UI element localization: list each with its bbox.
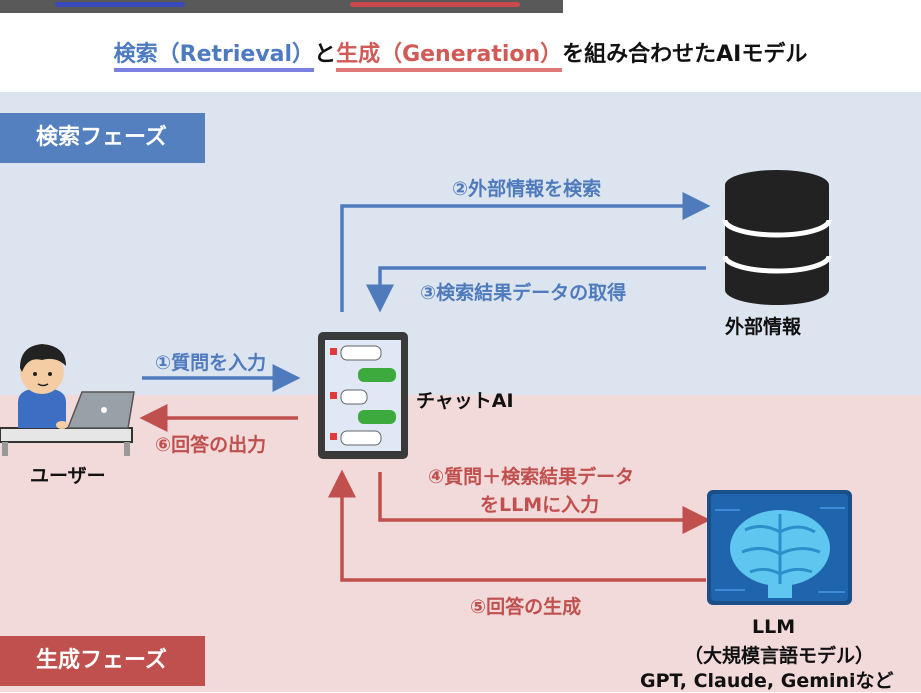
llm-desc-label: （大規模言語モデル） [684,645,875,667]
arrow-get-results [366,266,706,313]
title-underline-blue [55,2,185,7]
subtitle-generation: 生成（Generation） [336,42,563,72]
arrow-search-external [340,192,711,312]
step2-label: ②外部情報を検索 [452,178,602,200]
external-info-label: 外部情報 [725,316,802,338]
chat-ai-label: チャットAI [416,390,514,412]
step4-label-line2: をLLMに入力 [480,494,600,516]
database-icon [722,170,832,305]
step4-label-line1: ④質問＋検索結果データ [428,466,635,488]
subtitle: 検索（Retrieval）と生成（Generation）を組み合わせたAIモデル [0,36,921,72]
generation-phase-label: 生成フェーズ [0,636,205,686]
step5-label: ⑤回答の生成 [470,596,582,618]
arrow-input-llm [378,472,711,534]
subtitle-retrieval: 検索（Retrieval） [113,42,315,72]
title-underline-red [350,2,520,7]
search-phase-label: 検索フェーズ [0,113,205,163]
step6-label: ⑥回答の出力 [155,434,267,456]
llm-examples-label: GPT, Claude, Geminiなど [640,670,894,692]
subtitle-rest: を組み合わせたAIモデル [562,42,808,67]
arrow-generate-answer [328,469,706,582]
chat-ai-phone-icon [318,332,408,459]
step3-label: ③検索結果データの取得 [420,282,627,304]
user-label: ユーザー [30,465,106,487]
llm-name-label: LLM [752,616,796,638]
step1-label: ①質問を入力 [155,352,267,374]
llm-brain-icon [707,490,852,605]
subtitle-and: と [314,42,337,67]
user-icon [0,344,135,456]
